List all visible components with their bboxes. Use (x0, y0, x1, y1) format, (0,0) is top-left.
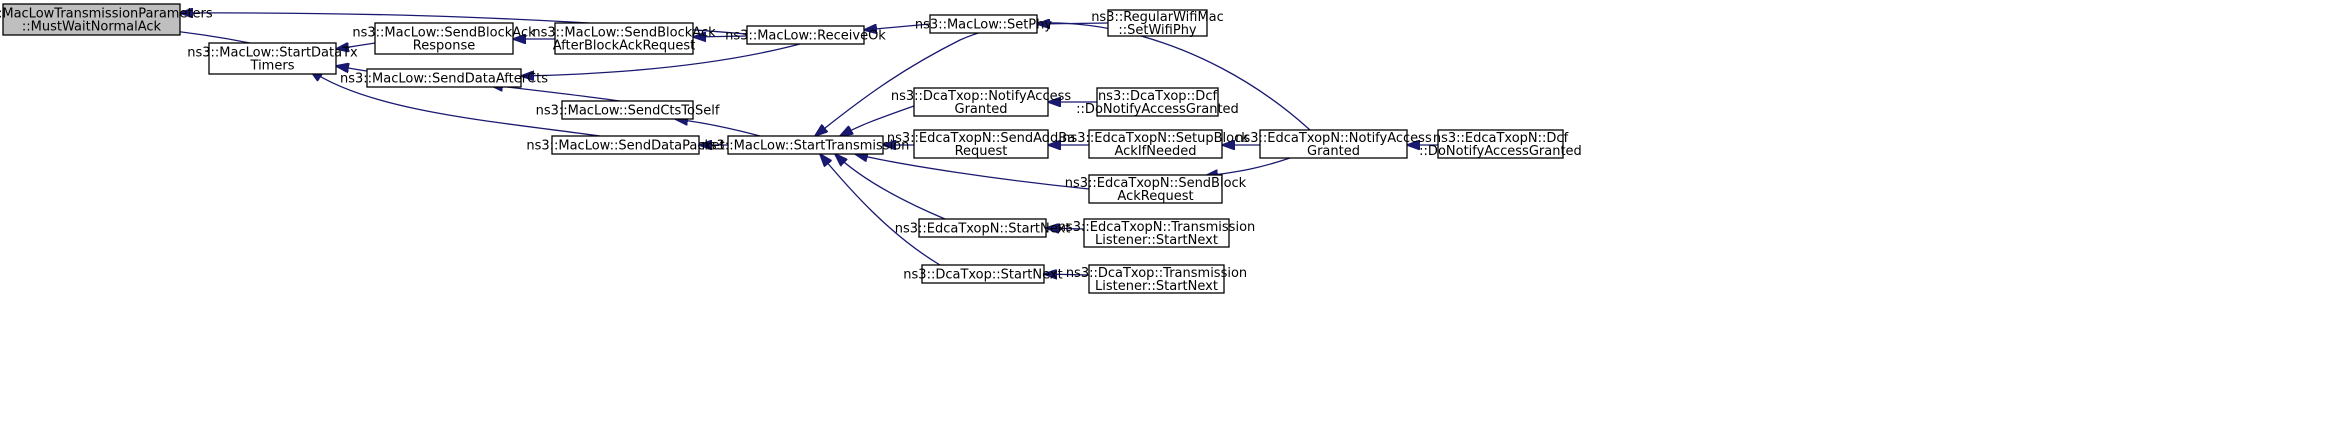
edge-rok-to-sdac (521, 43, 801, 76)
node-label: ns3::EdcaTxopN::Dcf (1433, 131, 1569, 146)
node-dsn[interactable]: ns3::DcaTxop::StartNext (903, 264, 1063, 284)
node-label: ns3::DcaTxop::Dcf (1098, 89, 1218, 104)
node-box (1088, 264, 1225, 294)
node-box (1437, 129, 1564, 159)
edge-sdp-to-sdtt (310, 70, 601, 137)
node-box (913, 129, 1049, 159)
node-label: ns3::MacLow::SendCtsToSelf (536, 104, 720, 119)
node-label: ns3::MacLow::StartTransmission (702, 139, 910, 154)
node-label: ns3::EdcaTxopN::StartNext (895, 222, 1071, 237)
node-label: ns3::MacLow::ReceiveOk (725, 29, 886, 44)
node-box (913, 87, 1049, 117)
node-label: ns3::EdcaTxopN::SendBlock (1065, 176, 1247, 191)
node-box (374, 22, 514, 55)
node-sdp[interactable]: ns3::MacLow::SendDataPacket (526, 135, 725, 155)
node-label: Timers (250, 59, 295, 74)
node-dtsn[interactable]: ns3::DcaTxop::TransmissionListener::Star… (1066, 264, 1247, 294)
node-sdac[interactable]: ns3::MacLow::SendDataAfterCts (340, 68, 548, 88)
node-dnag[interactable]: ns3::DcaTxop::NotifyAccessGranted (891, 87, 1072, 117)
edge-sbar-to-sdtt (336, 43, 376, 49)
node-box (929, 14, 1038, 34)
node-scts[interactable]: ns3::MacLow::SendCtsToSelf (536, 100, 720, 120)
node-mwna[interactable]: ns3::MacLowTransmissionParameters::MustW… (0, 3, 213, 36)
node-label: Granted (955, 102, 1008, 117)
node-label: Response (413, 39, 475, 54)
node-box (1096, 87, 1219, 117)
edge-stx-to-scts (675, 119, 761, 137)
edge-sphy-to-rok (864, 23, 931, 30)
node-label: ::SetWifiPhy (1118, 23, 1197, 38)
node-box (1083, 218, 1230, 248)
node-box (208, 42, 337, 75)
edge-rok-to-sbaa (693, 36, 748, 37)
node-label: ns3::EdcaTxopN::Transmission (1058, 220, 1256, 235)
node-layer: ns3::MacLowTransmissionParameters::MustW… (0, 3, 1582, 294)
node-box (727, 135, 884, 155)
node-label: ns3::EdcaTxopN::SendAddBa (887, 131, 1075, 146)
node-label: ::DoNotifyAccessGranted (1076, 102, 1239, 117)
node-stx[interactable]: ns3::MacLow::StartTransmission (702, 135, 910, 155)
node-label: ::DoNotifyAccessGranted (1419, 144, 1582, 159)
node-sphy[interactable]: ns3::MacLow::SetPhy (915, 14, 1052, 34)
node-sbaa[interactable]: ns3::MacLow::SendBlockAckAfterBlockAckRe… (532, 22, 716, 55)
node-box (1107, 9, 1208, 37)
node-label: ::MustWaitNormalAck (22, 20, 162, 35)
node-label: ns3::DcaTxop::NotifyAccess (891, 89, 1072, 104)
edge-esn-to-stx (835, 154, 946, 220)
node-box (2, 3, 181, 36)
node-label: ns3::DcaTxop::Transmission (1066, 266, 1247, 281)
edge-sdac-to-sdtt (336, 66, 368, 71)
node-label: ns3::EdcaTxopN::SetupBlock (1062, 131, 1249, 146)
node-label: ns3::MacLow::SendBlockAck (532, 26, 716, 41)
edge-enag-to-esbr (1205, 157, 1291, 176)
node-label: ns3::MacLow::SetPhy (915, 18, 1052, 33)
edge-dsn-to-stx (820, 154, 941, 266)
node-label: ns3::EdcaTxopN::NotifyAccess (1235, 131, 1432, 146)
node-box (1088, 129, 1223, 159)
node-ddnag[interactable]: ns3::DcaTxop::Dcf::DoNotifyAccessGranted (1076, 87, 1239, 117)
node-box (1088, 174, 1223, 204)
node-label: ns3::RegularWifiMac (1091, 10, 1224, 25)
node-box (366, 68, 522, 88)
node-box (918, 218, 1047, 238)
node-box (551, 135, 700, 155)
node-rok[interactable]: ns3::MacLow::ReceiveOk (725, 25, 886, 45)
node-label: AckRequest (1117, 189, 1193, 204)
node-box (921, 264, 1045, 284)
edge-etsn-to-esn (1046, 228, 1085, 229)
node-label: Listener::StartNext (1095, 233, 1218, 248)
edge-dtsn-to-dsn (1044, 274, 1090, 275)
node-box (746, 25, 865, 45)
node-enag[interactable]: ns3::EdcaTxopN::NotifyAccessGranted (1235, 129, 1432, 159)
node-label: AfterBlockAckRequest (553, 39, 696, 54)
edge-esbr-to-stx (855, 154, 1090, 190)
node-label: ns3::MacLow::SendBlockAck (352, 26, 536, 41)
node-label: ns3::MacLow::SendDataAfterCts (340, 72, 548, 87)
node-box (561, 100, 694, 120)
node-label: ns3::MacLowTransmissionParameters (0, 7, 213, 22)
node-box (554, 22, 694, 55)
edge-enag-to-stx (815, 22, 1311, 136)
node-label: Request (955, 144, 1008, 159)
node-rwsw[interactable]: ns3::RegularWifiMac::SetWifiPhy (1091, 9, 1224, 38)
edge-dnag-to-stx (840, 105, 915, 136)
node-label: AckIfNeeded (1115, 144, 1197, 159)
node-label: Granted (1307, 144, 1360, 159)
node-label: ns3::MacLow::StartDataTx (187, 46, 358, 61)
node-label: ns3::MacLow::SendDataPacket (526, 139, 724, 154)
node-ednag[interactable]: ns3::EdcaTxopN::Dcf::DoNotifyAccessGrant… (1419, 129, 1582, 159)
node-label: ns3::DcaTxop::StartNext (903, 268, 1062, 283)
node-label: Listener::StartNext (1095, 279, 1218, 294)
node-box (1259, 129, 1408, 159)
node-etsn[interactable]: ns3::EdcaTxopN::TransmissionListener::St… (1058, 218, 1256, 248)
node-esn[interactable]: ns3::EdcaTxopN::StartNext (895, 218, 1071, 238)
